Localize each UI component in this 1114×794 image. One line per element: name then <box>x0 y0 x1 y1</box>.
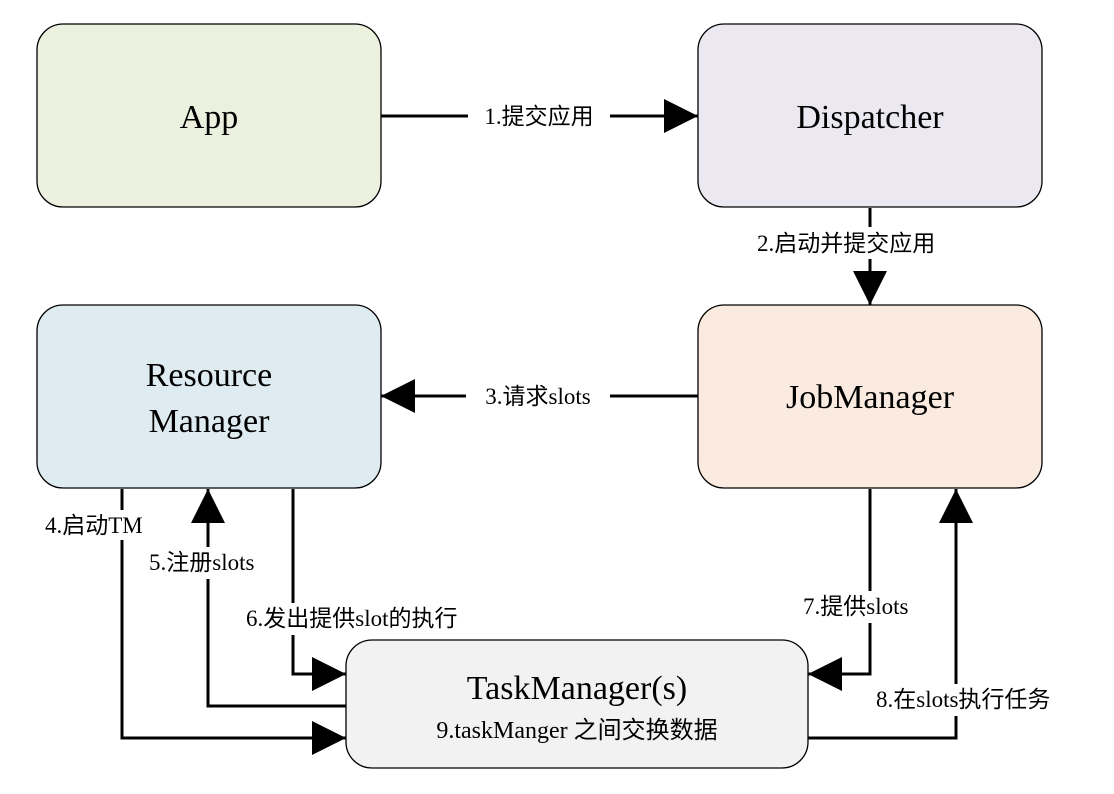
edge-label-execute-tasks: 8.在slots执行任务 <box>876 687 1050 712</box>
edge-request-slots: 3.请求slots <box>381 379 698 413</box>
task-manager-node: TaskManager(s) 9.taskManger 之间交换数据 <box>345 639 809 769</box>
edge-label-issue-slot-offer: 6.发出提供slot的执行 <box>246 606 457 631</box>
edge-label-register-slots: 5.注册slots <box>149 550 254 575</box>
edge-label-submit-app: 1.提交应用 <box>484 104 593 129</box>
edge-offer-slots: 7.提供slots <box>802 489 940 691</box>
job-manager-box <box>697 304 1043 489</box>
app-label: App <box>180 99 239 136</box>
job-manager-label: JobManager <box>786 379 955 416</box>
dispatcher-node: Dispatcher <box>697 23 1043 208</box>
edge-register-slots: 5.注册slots <box>148 489 346 708</box>
edge-label-request-slots: 3.请求slots <box>485 384 590 409</box>
resource-manager-box <box>36 304 382 489</box>
edge-label-start-tm: 4.启动TM <box>45 513 143 538</box>
app-node: App <box>36 23 382 208</box>
dispatcher-label: Dispatcher <box>796 99 944 136</box>
edge-execute-tasks: 8.在slots执行任务 <box>808 489 1103 740</box>
dispatcher-box <box>697 23 1043 208</box>
edge-start-and-submit: 2.启动并提交应用 <box>755 208 1005 305</box>
resource-manager-label-line1: Resource <box>146 357 273 394</box>
edge-label-offer-slots: 7.提供slots <box>803 594 908 619</box>
edge-label-start-and-submit: 2.启动并提交应用 <box>757 231 935 256</box>
app-box <box>36 23 382 208</box>
resource-manager-label-line2: Manager <box>149 403 271 440</box>
job-manager-node: JobManager <box>697 304 1043 489</box>
edge-issue-slot-offer: 6.发出提供slot的执行 <box>245 489 517 691</box>
edge-submit-app: 1.提交应用 <box>381 99 698 133</box>
task-manager-box <box>345 639 809 769</box>
task-manager-sublabel: 9.taskManger 之间交换数据 <box>436 717 717 744</box>
resource-manager-node: Resource Manager <box>36 304 382 489</box>
edge-start-tm: 4.启动TM <box>44 489 346 755</box>
task-manager-label: TaskManager(s) <box>467 670 687 707</box>
